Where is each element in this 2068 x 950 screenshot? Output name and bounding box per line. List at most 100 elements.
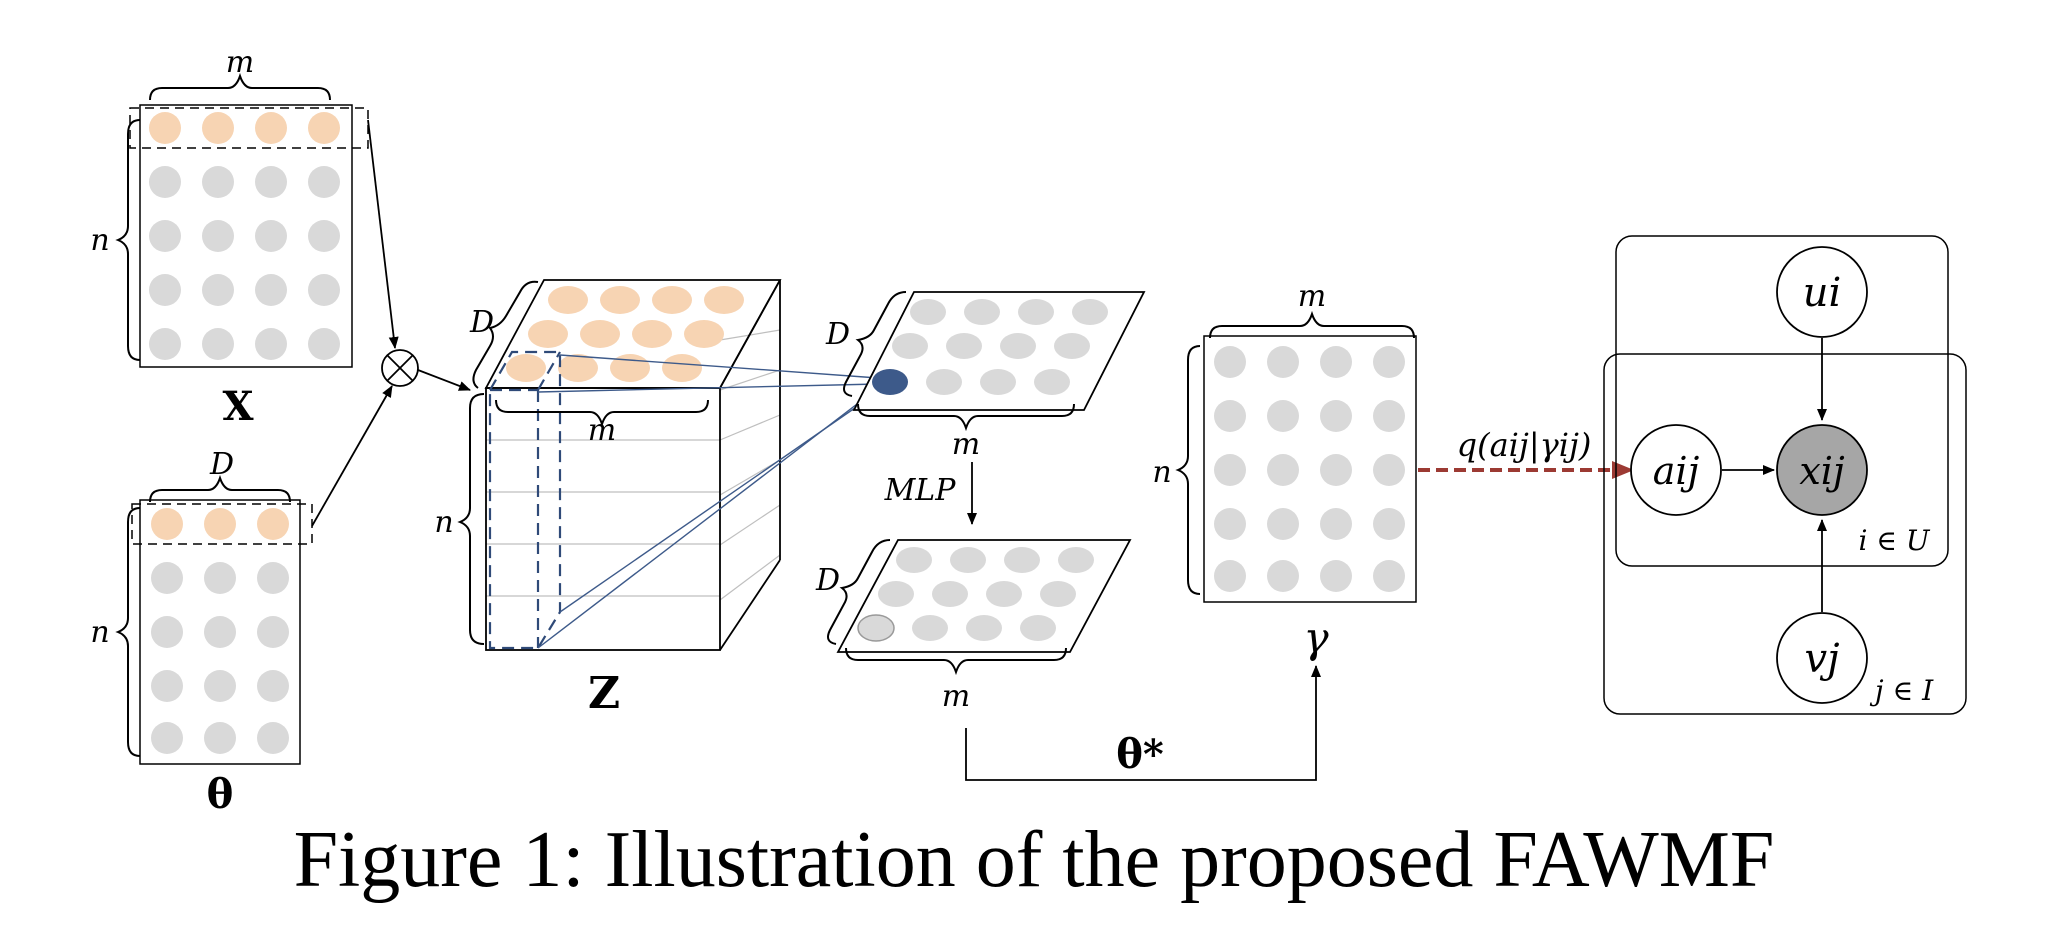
q-edge-label: q(aij|γij) <box>1457 426 1592 464</box>
gamma-dot <box>1320 508 1352 540</box>
x-dot <box>149 166 181 198</box>
gamma-n-brace <box>1175 345 1201 595</box>
projection-lines <box>537 354 879 649</box>
plate-i <box>1615 235 1949 567</box>
z-tensor-dot <box>528 320 568 348</box>
x-highlight-dot <box>308 112 340 144</box>
svg-text:xij: xij <box>1799 449 1845 493</box>
arrow-x-to-multiply <box>367 119 399 349</box>
theta-n-brace <box>115 507 141 757</box>
theta-dot <box>151 562 183 594</box>
gamma-dots <box>1214 346 1405 592</box>
x-n-label: n <box>90 223 109 258</box>
theta-dot <box>151 722 183 754</box>
upper-m-brace <box>857 403 1075 432</box>
node-x-observed: xij <box>1776 424 1868 516</box>
lower-plane-dot <box>932 581 968 607</box>
z-label: Z <box>588 668 620 719</box>
gamma-label: γ <box>1303 613 1329 662</box>
gamma-dot <box>1267 400 1299 432</box>
lower-plane-dots <box>857 547 1094 642</box>
theta-d-brace <box>149 474 291 503</box>
theta-dot <box>257 562 289 594</box>
x-dot <box>308 220 340 252</box>
z-top-dots <box>506 286 744 382</box>
x-dot <box>202 220 234 252</box>
figure-caption: Figure 1: Illustration of the proposed F… <box>294 816 1775 904</box>
plate-i-label: j ∈ I <box>1869 674 1934 707</box>
x-dot <box>202 274 234 306</box>
z-slice-highlight <box>488 350 562 650</box>
gamma-dot <box>1320 400 1352 432</box>
theta-highlight-dot <box>151 508 183 540</box>
x-dot <box>255 220 287 252</box>
theta-highlight-dot <box>257 508 289 540</box>
z-front-face <box>485 387 721 651</box>
lower-plane-dot <box>966 615 1002 641</box>
z-d-label: D <box>469 305 494 340</box>
upper-plane-dot <box>1054 333 1090 359</box>
node-u: ui <box>1776 246 1868 338</box>
x-highlight-dot <box>202 112 234 144</box>
upper-d-label: D <box>825 317 850 352</box>
node-a: aij <box>1630 424 1722 516</box>
lower-plane-dot <box>1020 615 1056 641</box>
x-dot <box>255 274 287 306</box>
lower-d-label: D <box>815 563 840 598</box>
theta-matrix: D n θ <box>90 447 313 818</box>
x-matrix: m n X <box>90 45 369 430</box>
gamma-matrix-box <box>1203 335 1417 603</box>
z-side-grid <box>719 329 781 601</box>
x-dot <box>202 328 234 360</box>
lower-plane-dot <box>986 581 1022 607</box>
theta-dot <box>204 670 236 702</box>
z-tensor-dot <box>684 320 724 348</box>
x-dot <box>255 328 287 360</box>
node-v: vj <box>1776 612 1868 704</box>
z-tensor-dot <box>632 320 672 348</box>
gamma-n-label: n <box>1152 455 1171 490</box>
theta-dot <box>204 562 236 594</box>
svg-text:ui: ui <box>1803 270 1842 316</box>
theta-row-highlight <box>131 503 313 545</box>
gamma-dot <box>1267 454 1299 486</box>
x-highlight-dot <box>255 112 287 144</box>
gamma-dot <box>1320 454 1352 486</box>
theta-highlight-dot <box>204 508 236 540</box>
upper-plane-dot <box>1000 333 1036 359</box>
gamma-matrix: m n γ <box>1152 279 1417 662</box>
lower-plane-dot <box>1004 547 1040 573</box>
gamma-dot <box>1320 560 1352 592</box>
x-highlight-dot <box>149 112 181 144</box>
z-d-brace <box>472 280 539 389</box>
arrow-theta-to-multiply <box>311 385 393 527</box>
z-m-label: m <box>588 413 616 448</box>
theta-dot <box>257 670 289 702</box>
z-m-brace <box>495 399 709 428</box>
lower-plane-dot <box>1040 581 1076 607</box>
gamma-dot <box>1267 508 1299 540</box>
upper-plane: D m <box>825 291 1146 462</box>
z-tensor-dot <box>662 354 702 382</box>
output-embedding-dot <box>857 614 895 642</box>
theta-dot <box>257 722 289 754</box>
z-tensor-dot <box>610 354 650 382</box>
gamma-dot <box>1267 560 1299 592</box>
z-tensor-dot <box>580 320 620 348</box>
x-dot <box>308 274 340 306</box>
gamma-dot <box>1373 454 1405 486</box>
upper-d-brace <box>843 291 907 397</box>
gamma-dot <box>1214 560 1246 592</box>
theta-dot <box>151 670 183 702</box>
gamma-dot <box>1214 508 1246 540</box>
x-m-label: m <box>226 45 254 80</box>
lower-plane-dot <box>878 581 914 607</box>
gamma-dot <box>1373 560 1405 592</box>
gamma-dot <box>1267 346 1299 378</box>
graphical-model: i ∈ U j ∈ I ui aij xij vj <box>1603 235 1967 715</box>
x-dot <box>149 274 181 306</box>
x-dot <box>255 166 287 198</box>
theta-n-label: n <box>90 615 109 650</box>
z-tensor-dot <box>652 286 692 314</box>
x-m-brace <box>149 72 331 101</box>
